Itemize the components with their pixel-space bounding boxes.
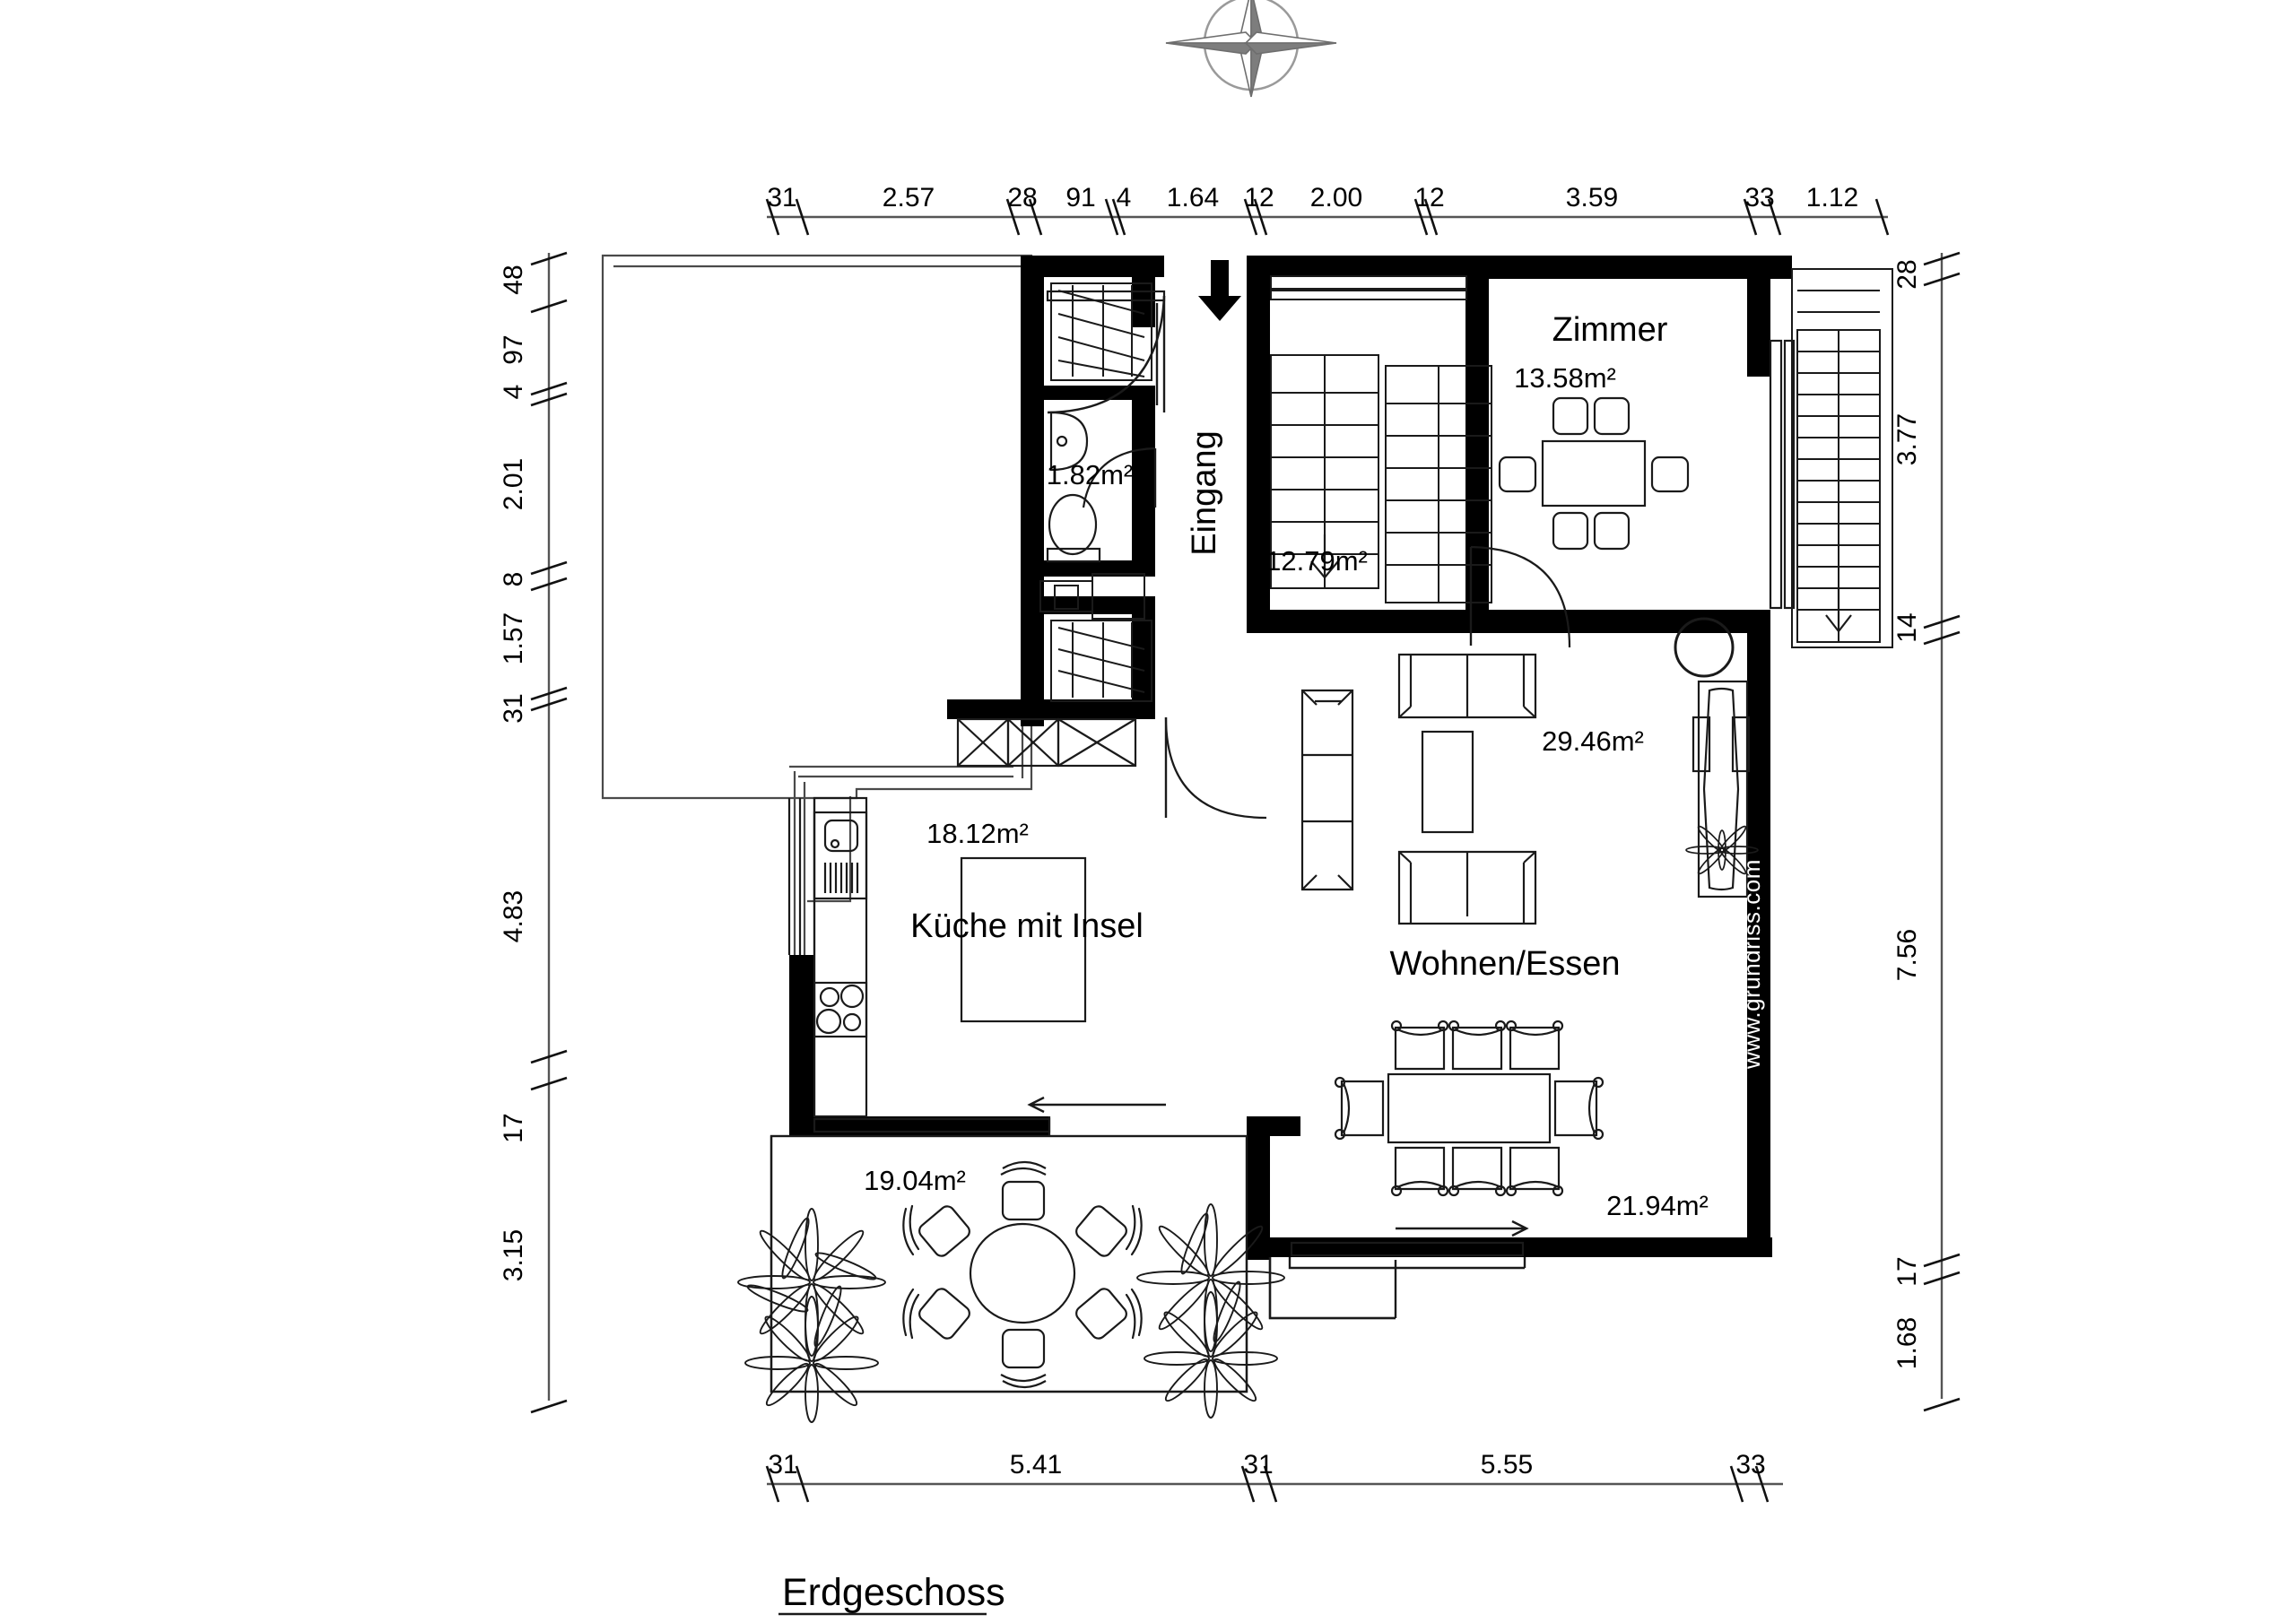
dim-bottom-1: 5.41 (1010, 1450, 1062, 1480)
zimmer-furniture (1498, 396, 1690, 551)
wardrobe-hatch (1039, 282, 1152, 702)
dim-left-7: 4.83 (499, 890, 528, 942)
dining-set (1334, 1020, 1605, 1197)
dim-bottom-4: 33 (1735, 1450, 1765, 1480)
dim-bottom-3: 5.55 (1481, 1450, 1533, 1480)
dim-right-0: 28 (1892, 259, 1922, 289)
compass-rose (1165, 0, 1337, 98)
stairs-interior (1270, 275, 1492, 603)
room-area-zimmer: 13.58m² (1514, 362, 1616, 394)
dim-left-9: 3.15 (499, 1229, 528, 1281)
terrace-west (737, 1134, 1285, 1423)
dim-top-0: 31 (767, 183, 796, 213)
kitchen-counter (813, 796, 868, 1118)
walls (789, 256, 1792, 1260)
wc-fixtures (1046, 411, 1157, 563)
room-labels: Zimmer 13.58m² Eingang 12.79m² 1.82m² Kü… (864, 311, 1709, 1221)
dim-top-4: 4 (1117, 183, 1132, 213)
dim-top-9: 3.59 (1566, 183, 1618, 213)
dim-left-0: 48 (499, 265, 528, 294)
dim-left-4: 8 (499, 572, 528, 587)
dim-top-6: 12 (1244, 183, 1274, 213)
watermark: www.grundriss.com (1738, 859, 1765, 1070)
room-label-zimmer: Zimmer (1552, 311, 1668, 349)
dim-left-1: 97 (499, 334, 528, 364)
dim-bottom-0: 31 (768, 1450, 797, 1480)
dim-top-7: 2.00 (1310, 183, 1362, 213)
dim-left-5: 1.57 (499, 612, 528, 664)
sliding-door-living (1290, 1219, 1529, 1257)
room-label-kueche: Küche mit Insel (910, 907, 1144, 945)
room-label-wohnen: Wohnen/Essen (1389, 945, 1620, 983)
dimension-chain-bottom: 31 5.41 31 5.55 33 (765, 1450, 1783, 1503)
round-stool (1674, 617, 1735, 678)
dim-right-5: 1.68 (1892, 1317, 1922, 1369)
dim-top-8: 12 (1414, 183, 1444, 213)
dimension-chain-top: 31 2.57 28 91 4 1.64 12 2.00 12 3.59 33 … (765, 183, 1890, 236)
room-area-wohnen: 29.46m² (1542, 725, 1644, 757)
room-area-kueche: 18.12m² (926, 818, 1029, 849)
kitchen-glazing (787, 798, 802, 955)
living-furniture (1300, 653, 1537, 925)
dim-left-8: 17 (499, 1113, 528, 1142)
dim-top-1: 2.57 (883, 183, 935, 213)
dim-top-2: 28 (1007, 183, 1037, 213)
dimension-chain-right: 28 3.77 14 7.56 17 1.68 (1892, 251, 1961, 1412)
room-area-terrasse-west: 19.04m² (864, 1165, 966, 1196)
room-area-eingang: 12.79m² (1265, 545, 1368, 577)
closet-hatch (956, 717, 1137, 768)
stairs-exterior (1791, 268, 1893, 648)
plan-title-group: Erdgeschoss (778, 1571, 1005, 1616)
dim-right-1: 3.77 (1892, 413, 1922, 465)
dim-top-11: 1.12 (1806, 183, 1858, 213)
dim-left-6: 31 (499, 693, 528, 723)
page-title: Erdgeschoss (782, 1571, 1005, 1614)
watermark-text: www.grundriss.com (1738, 859, 1765, 1070)
dim-left-3: 2.01 (499, 458, 528, 510)
entrance-arrow-icon (1198, 260, 1241, 321)
plant-icon (737, 1203, 1285, 1423)
entrance-door (1046, 260, 1241, 414)
room-area-terrasse-ost: 21.94m² (1606, 1190, 1709, 1221)
kitchen-island (960, 856, 1087, 1023)
dim-right-2: 14 (1892, 612, 1922, 642)
terrace-east (1268, 1257, 1526, 1320)
dim-right-4: 17 (1892, 1256, 1922, 1286)
dim-left-2: 4 (499, 385, 528, 400)
room-label-eingang: Eingang (1186, 430, 1223, 555)
dim-top-3: 91 (1065, 183, 1095, 213)
interior-doors (1164, 545, 1571, 820)
sliding-door-kitchen (813, 1096, 1166, 1133)
dim-right-3: 7.56 (1892, 929, 1922, 981)
dim-top-5: 1.64 (1167, 183, 1219, 213)
dim-bottom-2: 31 (1243, 1450, 1273, 1480)
roof-overhang-outline (601, 254, 1033, 903)
dim-top-10: 33 (1744, 183, 1774, 213)
room-area-wc: 1.82m² (1047, 459, 1133, 490)
zimmer-glazing (1769, 339, 1796, 610)
dimension-chain-left: 48 97 4 2.01 8 1.57 31 4.83 17 3.15 (499, 251, 568, 1414)
fireplace-unit (1685, 680, 1759, 898)
